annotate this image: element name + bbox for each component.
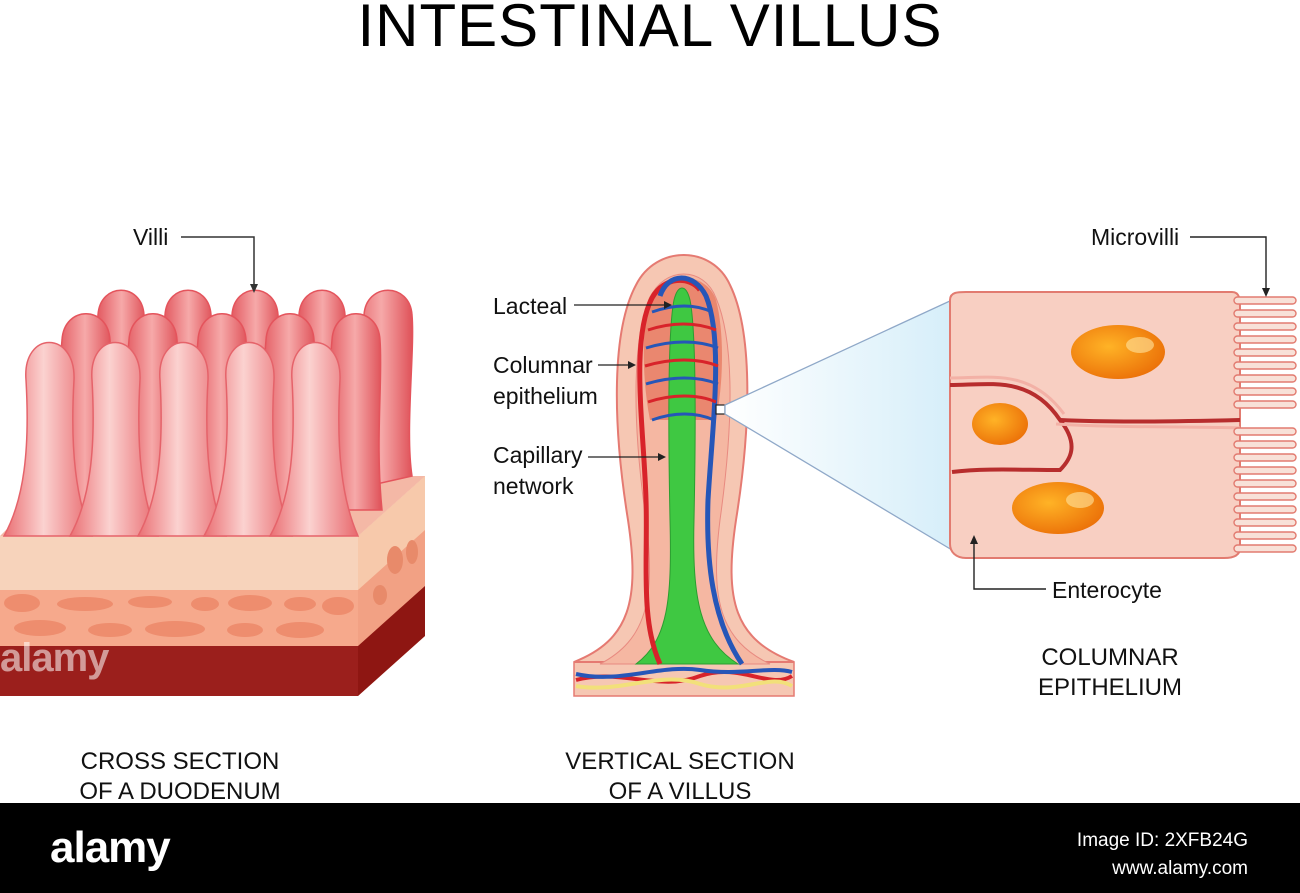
label-capillary-network-line1: Capillary — [493, 442, 583, 468]
footer-image-id: Image ID: 2XFB24G — [1076, 830, 1248, 851]
caption-duodenum-line2: OF A DUODENUM — [79, 778, 281, 805]
villi-pointer — [181, 236, 255, 288]
zoom-projection — [724, 298, 953, 552]
villus-section — [573, 254, 795, 697]
zoom-marker — [715, 404, 726, 415]
label-villi: Villi — [133, 224, 169, 250]
caption-villus-line2: OF A VILLUS — [608, 778, 752, 805]
footer-bar: alamy Image ID: 2XFB24G www.alamy.com — [0, 803, 1300, 893]
watermark: alamy — [0, 636, 109, 680]
label-columnar-epithelium-line1: Columnar — [493, 352, 593, 378]
nucleus — [972, 403, 1028, 445]
footer-brand-logo[interactable]: alamy — [50, 823, 171, 872]
caption-duodenum-line1: CROSS SECTION — [80, 748, 280, 775]
label-columnar-epithelium-line2: epithelium — [493, 383, 598, 409]
lacteal-vessel — [634, 287, 740, 665]
diagram-illustration — [0, 236, 1297, 697]
label-enterocyte: Enterocyte — [1052, 577, 1162, 603]
label-lacteal: Lacteal — [493, 293, 568, 319]
columnar-epithelium — [949, 291, 1297, 559]
label-microvilli: Microvilli — [1091, 224, 1180, 250]
footer-site-link[interactable]: www.alamy.com — [1112, 858, 1248, 879]
footer-image-info: Image ID: 2XFB24G www.alamy.com — [1077, 827, 1248, 883]
label-capillary-network-line2: network — [493, 473, 574, 499]
page-title: INTESTINAL VILLUS — [357, 0, 943, 59]
villi-front-row — [2, 341, 360, 537]
microvilli-fringe — [1233, 296, 1297, 553]
nucleus — [1071, 325, 1165, 379]
capillary-vein — [657, 275, 745, 666]
caption-epithelium-line1: COLUMNAR — [1041, 644, 1179, 671]
nucleus — [1012, 482, 1104, 534]
caption-epithelium-line2: EPITHELIUM — [1037, 674, 1183, 701]
caption-villus-line1: VERTICAL SECTION — [565, 748, 795, 775]
